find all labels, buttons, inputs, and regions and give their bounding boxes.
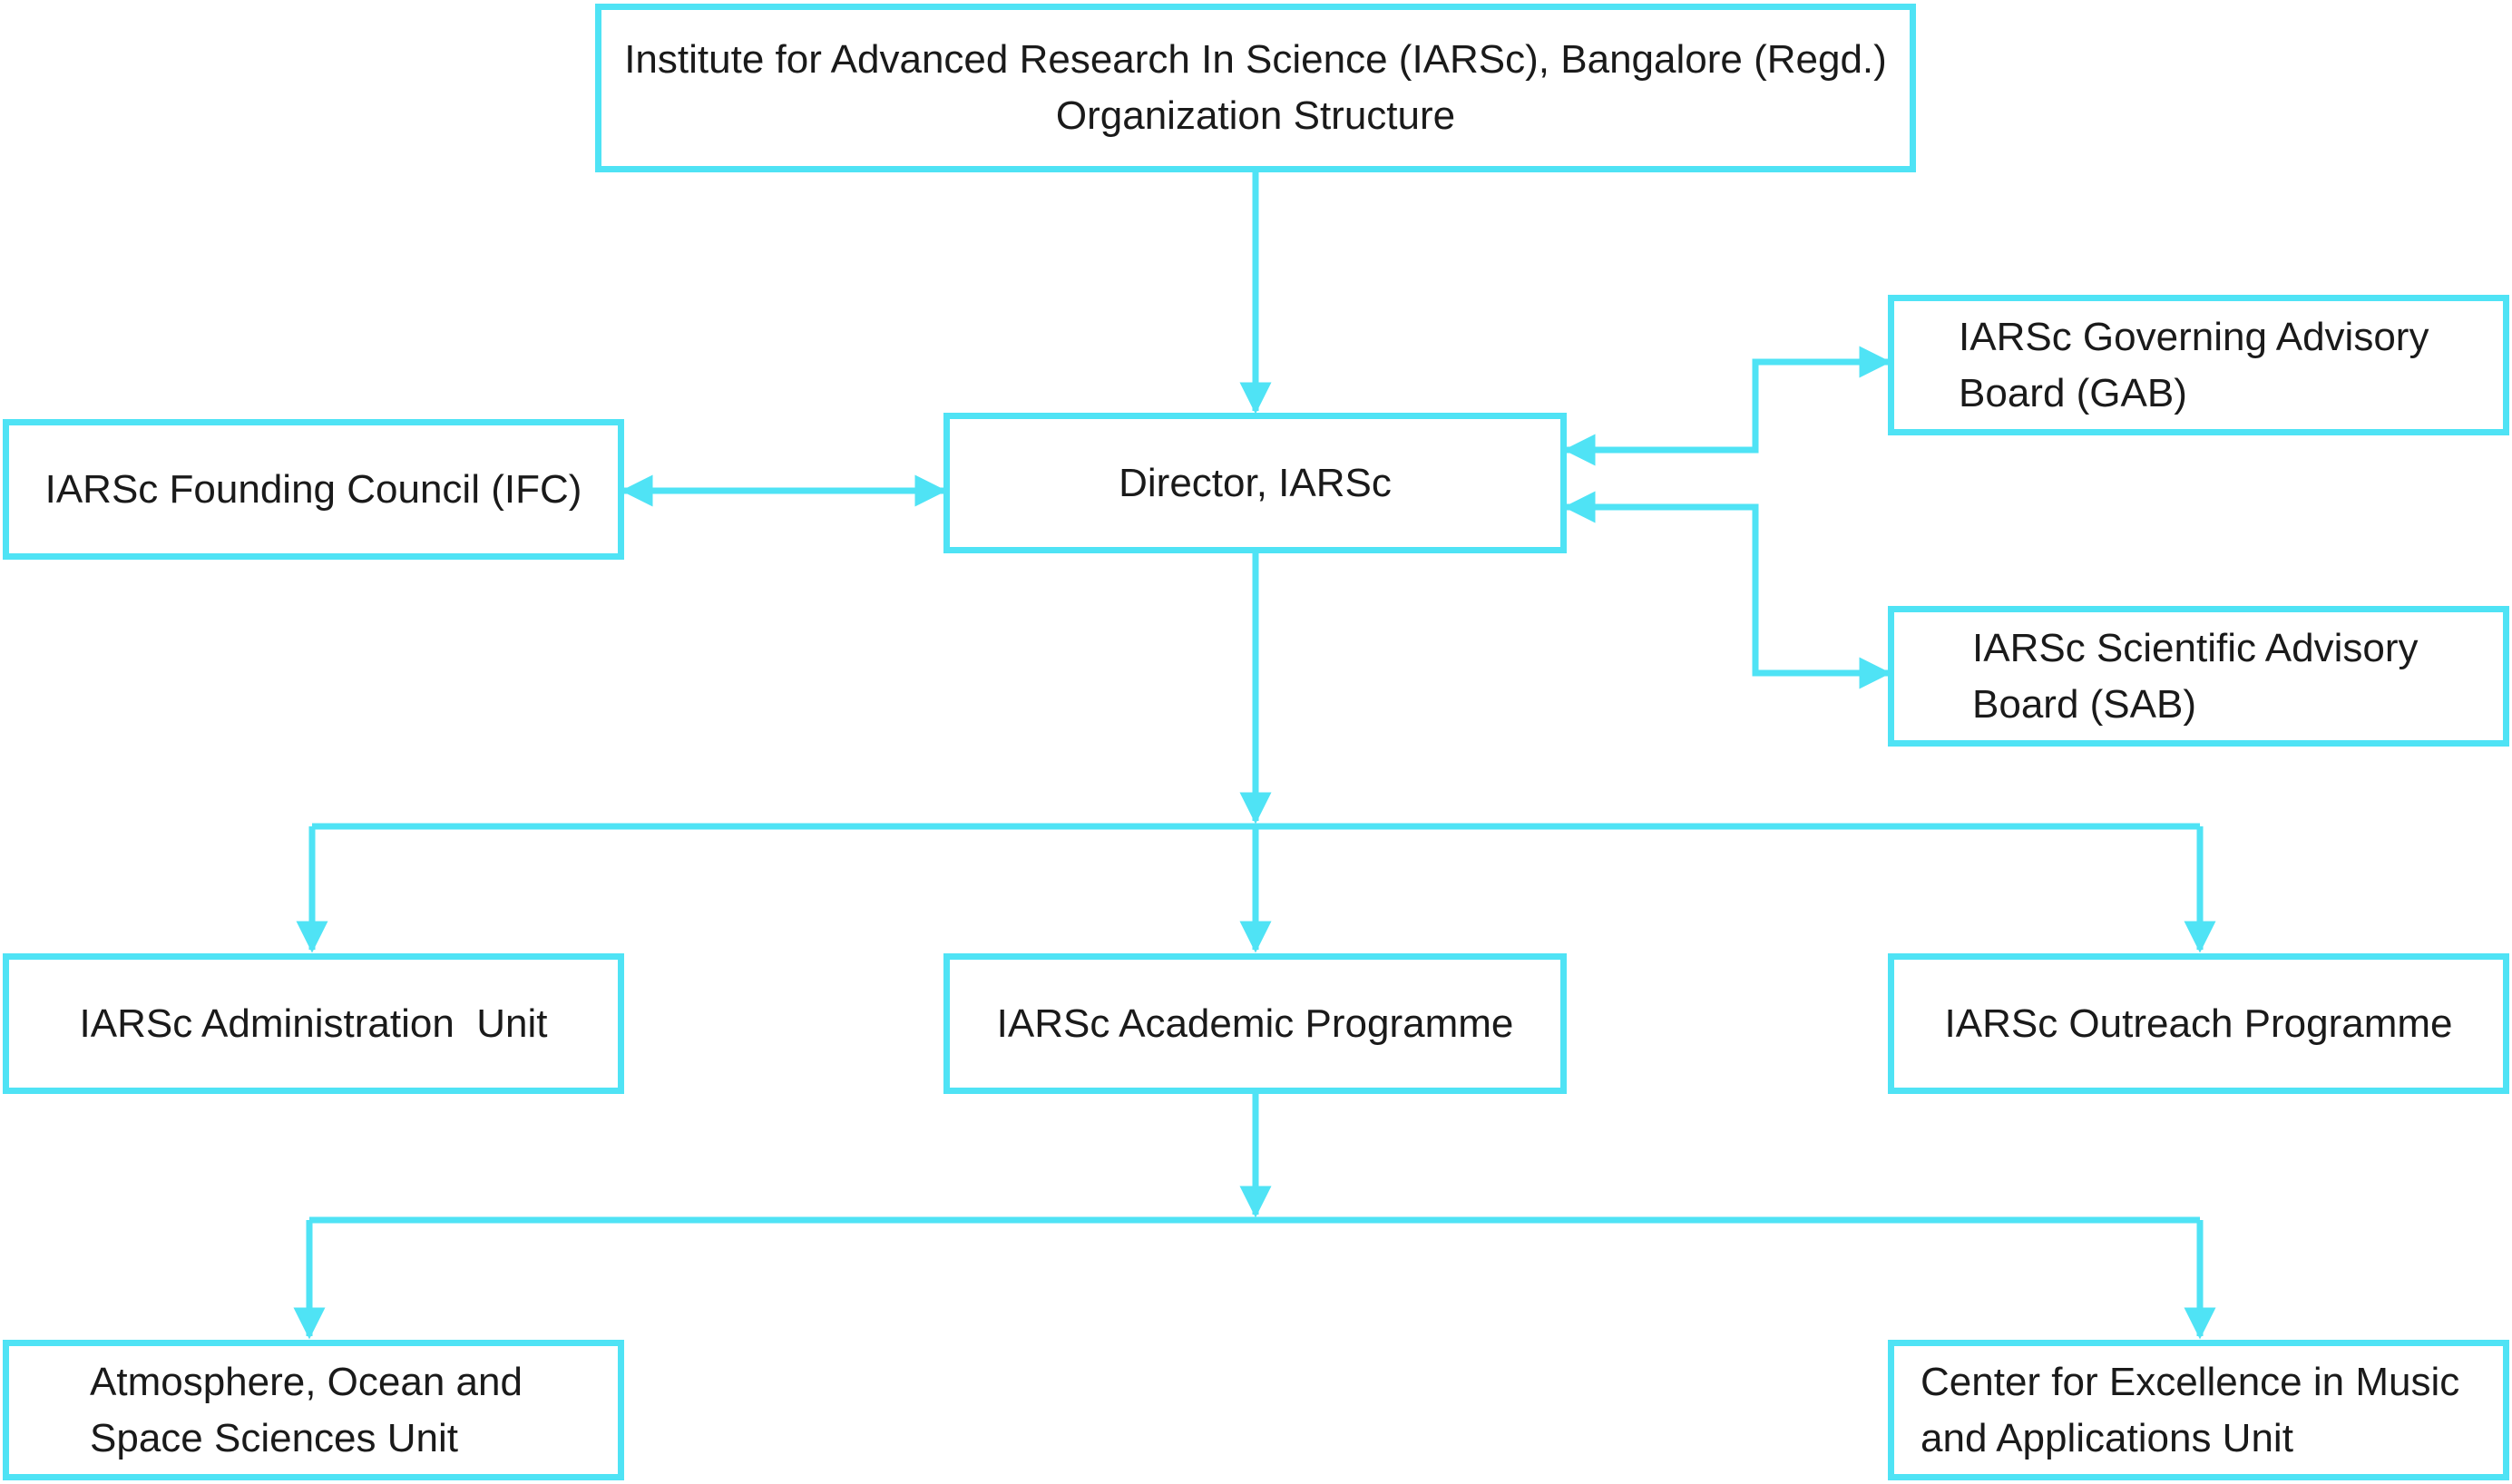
arrow-director-governing-board [1563, 346, 1891, 466]
title-box: Institute for Advanced Research In Scien… [595, 4, 1916, 172]
atmosphere-unit-line-2: Space Sciences Unit [90, 1415, 458, 1460]
governing-board-box: IARSc Governing Advisory Board (GAB) [1888, 295, 2509, 435]
atmosphere-unit-box: Atmosphere, Ocean and Space Sciences Uni… [3, 1340, 624, 1480]
outreach-programme-label: IARSc Outreach Programme [1944, 1001, 2453, 1046]
atmosphere-unit-line-1: Atmosphere, Ocean and [90, 1359, 523, 1404]
music-unit-line-2: and Applications Unit [1921, 1415, 2293, 1460]
title-line-2: Organization Structure [1055, 93, 1456, 138]
scientific-board-line-2: Board (SAB) [1972, 681, 2196, 727]
academic-programme-box: IARSc Academic Programme [943, 953, 1567, 1094]
arrow-director-scientific-board [1563, 491, 1891, 689]
governing-board-line-1: IARSc Governing Advisory [1959, 314, 2429, 359]
director-box: Director, IARSc [943, 413, 1567, 553]
administration-unit-box: IARSc Administration Unit [3, 953, 624, 1094]
music-unit-line-1: Center for Excellence in Music [1921, 1359, 2460, 1404]
scientific-board-box: IARSc Scientific Advisory Board (SAB) [1888, 606, 2509, 747]
founding-council-box: IARSc Founding Council (IFC) [3, 419, 624, 560]
outreach-programme-box: IARSc Outreach Programme [1888, 953, 2509, 1094]
title-line-1: Institute for Advanced Research In Scien… [624, 37, 1887, 83]
academic-programme-label: IARSc Academic Programme [996, 1001, 1514, 1046]
governing-board-line-2: Board (GAB) [1959, 370, 2187, 415]
scientific-board-line-1: IARSc Scientific Advisory [1972, 625, 2419, 670]
administration-unit-label: IARSc Administration Unit [79, 1001, 548, 1046]
director-label: Director, IARSc [1119, 460, 1392, 505]
music-unit-box: Center for Excellence in Music and Appli… [1888, 1340, 2509, 1480]
founding-council-label: IARSc Founding Council (IFC) [44, 466, 582, 512]
